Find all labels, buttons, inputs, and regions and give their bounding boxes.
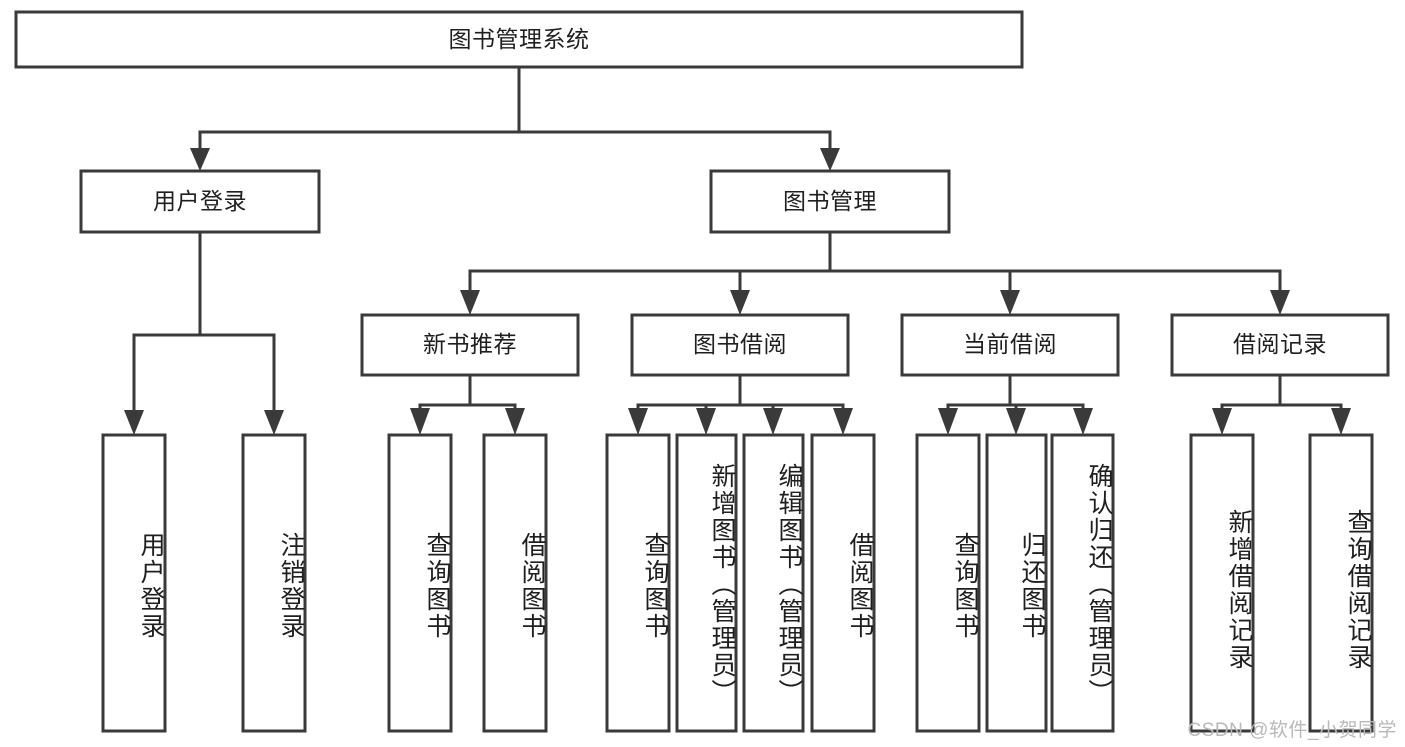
arrow-head-leaf-query-borrow-record <box>1331 408 1351 435</box>
arrow-head-user-login <box>190 148 210 171</box>
connector-new-book-recommend-to-leaves <box>410 373 525 435</box>
connector-current-borrow-to-leaves <box>938 373 1093 435</box>
arrow-head-leaf-logout-login <box>264 410 284 435</box>
node-rect-leaf-add-book-admin[interactable] <box>675 433 738 733</box>
arrow-head-leaf-user-login <box>124 410 144 435</box>
connector-book-borrow-to-leaves <box>628 373 853 435</box>
arrow-head-leaf-return-book <box>1006 408 1026 435</box>
arrow-head-leaf-query-book-current <box>938 408 958 435</box>
connector-book-manage-to-level3 <box>460 230 1290 315</box>
node-rect-new-book-recommend[interactable] <box>360 313 580 377</box>
arrow-head-leaf-add-borrow-record <box>1212 408 1232 435</box>
node-rect-leaf-query-borrow-record[interactable] <box>1308 433 1374 733</box>
connector-borrow-record-to-leaves <box>1212 373 1351 435</box>
node-rect-user-login[interactable] <box>79 169 321 234</box>
node-rect-leaf-add-borrow-record[interactable] <box>1189 433 1255 733</box>
arrow-head-leaf-edit-book-admin <box>763 408 783 435</box>
node-rect-current-borrow[interactable] <box>900 313 1120 377</box>
arrow-head-current-borrow <box>1000 290 1020 315</box>
node-rect-leaf-query-book-current[interactable] <box>915 433 981 733</box>
node-rect-leaf-edit-book-admin[interactable] <box>742 433 805 733</box>
node-rect-leaf-borrow-book[interactable] <box>810 433 876 733</box>
arrow-head-leaf-query-book-recommend <box>410 408 430 435</box>
node-rect-book-manage[interactable] <box>709 169 951 234</box>
arrow-head-leaf-borrow-book-recommend <box>505 408 525 435</box>
arrow-head-leaf-confirm-return-admin <box>1073 408 1093 435</box>
node-rect-leaf-user-login[interactable] <box>101 433 167 733</box>
node-rect-root[interactable] <box>14 10 1024 69</box>
node-rect-borrow-record[interactable] <box>1170 313 1390 377</box>
node-rect-leaf-query-book-recommend[interactable] <box>387 433 453 733</box>
node-rect-leaf-query-book-borrow[interactable] <box>605 433 671 733</box>
node-rect-leaf-borrow-book-recommend[interactable] <box>482 433 548 733</box>
connector-root-to-level2 <box>190 65 840 171</box>
watermark-text: CSDN @软件_小贺同学 <box>1187 720 1397 741</box>
node-rect-leaf-confirm-return-admin[interactable] <box>1050 433 1115 733</box>
arrow-head-borrow-record <box>1270 290 1290 315</box>
connector-user-login-to-leaves <box>124 230 284 435</box>
node-rect-book-borrow[interactable] <box>630 313 850 377</box>
arrow-head-book-manage <box>820 148 840 171</box>
node-rect-leaf-logout-login[interactable] <box>241 433 307 733</box>
arrow-head-book-borrow <box>730 290 750 315</box>
arrow-head-leaf-add-book-admin <box>696 408 716 435</box>
node-rect-leaf-return-book[interactable] <box>985 433 1048 733</box>
node-rectangles <box>14 10 1390 733</box>
arrow-head-leaf-query-book-borrow <box>628 408 648 435</box>
arrow-head-leaf-borrow-book <box>833 408 853 435</box>
arrow-head-new-book-recommend <box>460 290 480 315</box>
